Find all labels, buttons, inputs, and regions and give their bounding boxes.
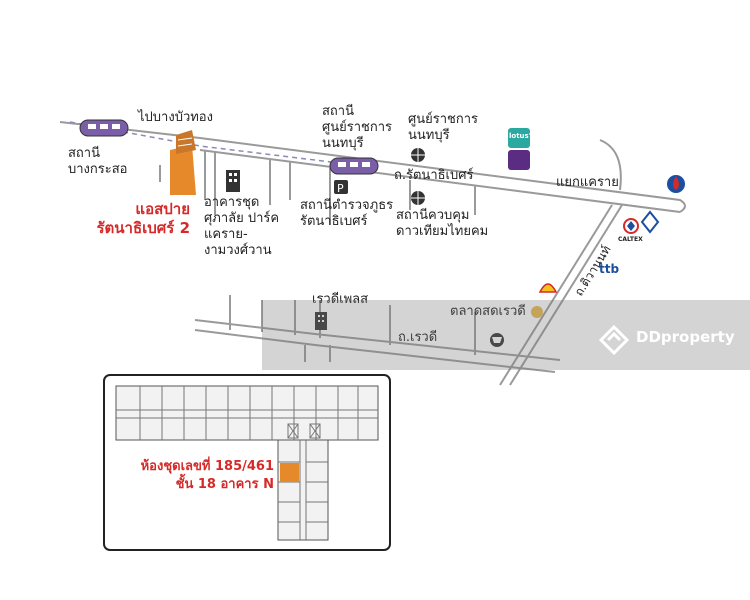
project-name: แอสปาย รัตนาธิเบศร์ 2	[96, 200, 190, 237]
train-line	[69, 121, 381, 169]
label-rattanathibet-road: ถ.รัตนาธิเบศร์	[394, 168, 474, 183]
condo-building-icon	[226, 170, 240, 192]
svg-text:P: P	[337, 182, 344, 195]
label-condo-supalai: อาคารชุด ศุภาลัย ปาร์ค แคราย- งามวงศ์วาน	[204, 195, 280, 258]
label-rewadee-market: ตลาดสดเรวดี	[450, 304, 526, 319]
ttb-logo: ttb	[599, 262, 620, 276]
highlighted-unit	[280, 463, 299, 482]
label-station-nonthaburi-center: สถานี ศูนย์ราชการ นนทบุรี	[322, 104, 393, 151]
watermark-text: DDproperty	[636, 328, 735, 346]
train-icon-left	[79, 119, 129, 137]
project-building-icon	[170, 130, 196, 195]
label-station-bangkrasor: สถานี บางกระสอ	[68, 146, 128, 177]
mall-icon	[508, 150, 530, 170]
bank-icon	[640, 210, 660, 234]
government-center-icon	[411, 148, 425, 162]
label-bangbuathong: ไปบางบัวทอง	[138, 110, 213, 125]
floor-plan-panel	[103, 374, 391, 551]
roads	[59, 121, 686, 386]
lotus-label: lotus's	[509, 132, 536, 140]
label-rewadee-road: ถ.เรวดี	[398, 330, 438, 345]
unit-info: ห้องชุดเลขที่ 185/461 ชั้น 18 อาคาร N	[140, 459, 274, 492]
lotus-icon	[508, 128, 530, 148]
police-icon: P	[334, 180, 348, 195]
satellite-station-icon	[411, 191, 425, 205]
rewadee-place-building-icon	[315, 312, 327, 330]
market-cart-icon	[490, 333, 504, 347]
caltex-icon	[623, 218, 639, 234]
ddproperty-logo-icon	[598, 324, 630, 356]
label-police-station: สถานีตำรวจภูธร รัตนาธิเบศร์	[300, 198, 394, 229]
market-basket-icon	[531, 306, 543, 318]
label-satellite-station: สถานีควบคุม ดาวเทียมไทยคม	[396, 208, 489, 239]
label-rewadee-place: เรวดีเพลส	[312, 292, 369, 307]
train-icon-center	[329, 157, 379, 175]
watermark-band	[262, 300, 750, 370]
caltex-label: CALTEX	[618, 236, 643, 243]
shell-icon	[538, 283, 558, 293]
label-khae-rai-junction: แยกแคราย	[556, 175, 619, 190]
label-nonthaburi-center: ศูนย์ราชการ นนทบุรี	[408, 112, 479, 143]
ptt-icon	[667, 175, 685, 193]
